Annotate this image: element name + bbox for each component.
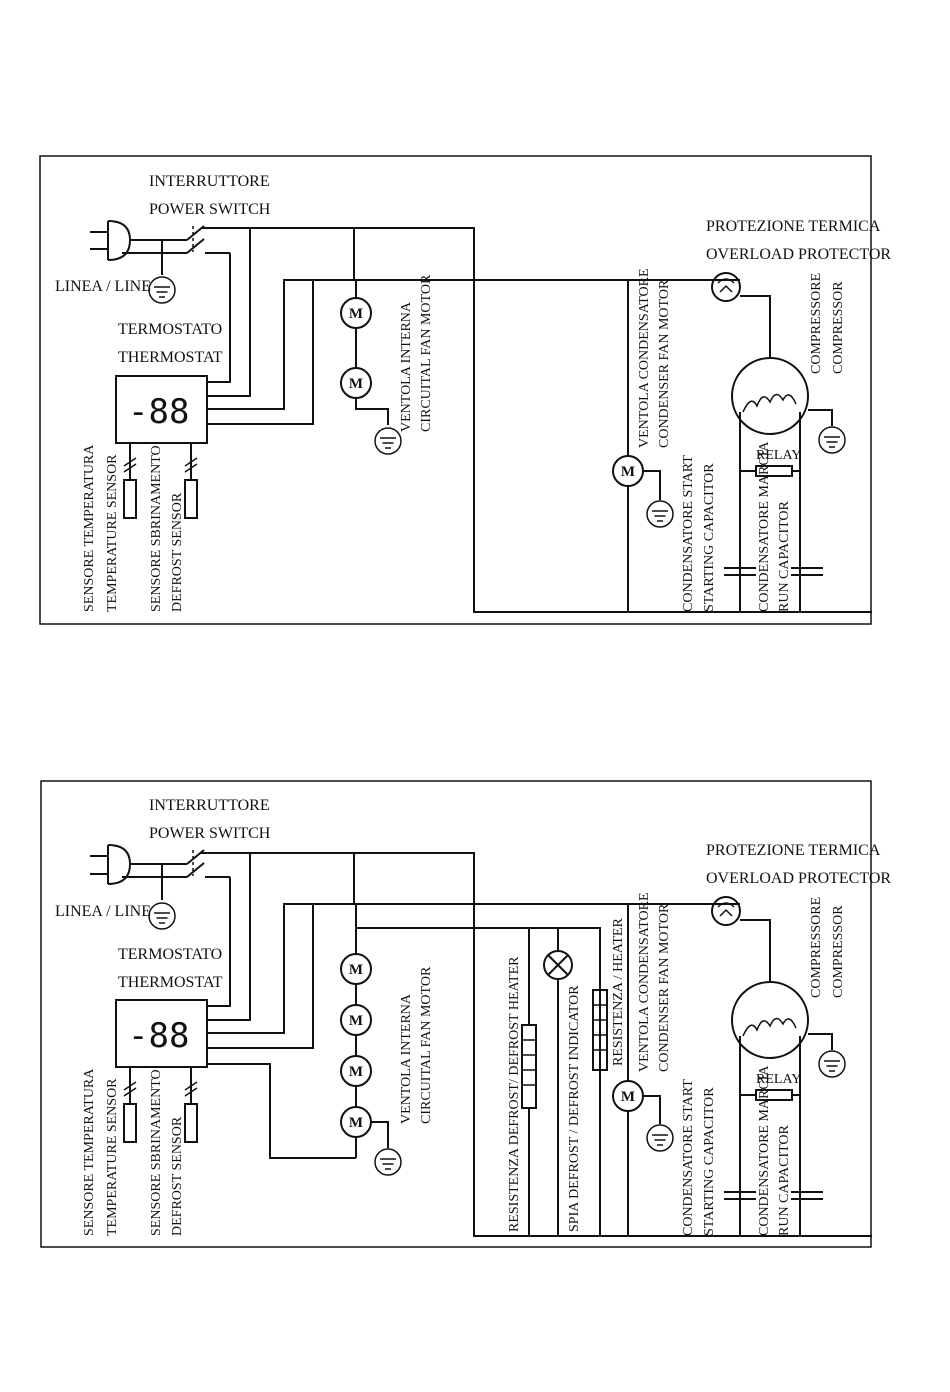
overload-protector-icon xyxy=(711,272,741,302)
thermostat-display: -88 xyxy=(128,1016,189,1056)
start-cap-label-it: CONDENSATORE START xyxy=(681,455,696,612)
defrost-sensor-label-it: SENSORE SBRINAMENTO xyxy=(149,1069,164,1236)
start-cap-label-it: CONDENSATORE START xyxy=(681,1079,696,1236)
relay-label: RELAY xyxy=(756,1072,801,1087)
temp-sensor-label-en: TEMPERATURE SENSOR xyxy=(105,1078,120,1236)
ground-icon xyxy=(646,500,674,528)
fan-motor-3: M xyxy=(340,1055,372,1087)
thermostat-label-en: THERMOSTAT xyxy=(118,349,223,366)
overload-protector-icon xyxy=(711,896,741,926)
condenser-fan-motor: M xyxy=(612,1080,644,1112)
fan-motor-1: M xyxy=(340,297,372,329)
defrost-sensor xyxy=(184,443,198,519)
relay-label: RELAY xyxy=(756,448,801,463)
plug-icon xyxy=(90,220,132,261)
ground-icon xyxy=(818,1050,846,1078)
compressor-label-it: COMPRESSORE xyxy=(809,273,824,374)
run-cap-label-it: CONDENSATORE MARCIA xyxy=(757,441,772,612)
wiring-diagram-2: INTERRUTTORE POWER SWITCH LINEA / LINE T… xyxy=(40,780,891,1248)
fan-motor-label-it: VENTOLA INTERNA xyxy=(399,301,414,432)
overload-label-en: OVERLOAD PROTECTOR xyxy=(706,870,891,887)
compressor-label-it: COMPRESSORE xyxy=(809,897,824,998)
diagram-frame xyxy=(40,780,872,1248)
fan-motor-4: M xyxy=(340,1106,372,1138)
temp-sensor-label-it: SENSORE TEMPERATURA xyxy=(82,1068,97,1236)
defrost-indicator-label: SPIA DEFROST / DEFROST INDICATOR xyxy=(567,985,582,1232)
power-switch-label-en: POWER SWITCH xyxy=(149,201,271,218)
power-switch-label-en: POWER SWITCH xyxy=(149,825,271,842)
defrost-sensor-label-en: DEFROST SENSOR xyxy=(170,1116,185,1236)
motor-label: M xyxy=(349,376,363,392)
thermostat-box xyxy=(115,375,208,444)
thermostat-label-en: THERMOSTAT xyxy=(118,974,223,991)
condenser-fan-label-en: CONDENSER FAN MOTOR xyxy=(657,279,672,448)
condenser-fan-label-en: CONDENSER FAN MOTOR xyxy=(657,903,672,1072)
overload-label-it: PROTEZIONE TERMICA xyxy=(706,842,881,859)
thermostat-label-it: TERMOSTATO xyxy=(118,946,222,963)
defrost-heater-label: RESISTENZA DEFROST/ DEFROST HEATER xyxy=(507,956,522,1232)
defrost-sensor-label-it: SENSORE SBRINAMENTO xyxy=(149,445,164,612)
run-capacitor-icon xyxy=(791,1191,823,1200)
ground-icon xyxy=(148,902,176,930)
motor-label: M xyxy=(621,1089,635,1105)
motor-label: M xyxy=(349,1115,363,1131)
thermostat-label-it: TERMOSTATO xyxy=(118,321,222,338)
fan-motor-label-it: VENTOLA INTERNA xyxy=(399,993,414,1124)
temp-sensor-label-en: TEMPERATURE SENSOR xyxy=(105,454,120,612)
defrost-indicator-icon xyxy=(543,950,573,980)
ground-icon xyxy=(374,427,402,455)
power-switch-icon xyxy=(186,225,250,254)
fan-motor-2: M xyxy=(340,367,372,399)
start-cap-label-en: STARTING CAPACITOR xyxy=(702,463,717,612)
heater-label: RESISTENZA / HEATER xyxy=(611,918,626,1066)
run-cap-label-it: CONDENSATORE MARCIA xyxy=(757,1065,772,1236)
condenser-fan-motor: M xyxy=(612,455,644,487)
power-switch-label-it: INTERRUTTORE xyxy=(149,797,270,814)
motor-label: M xyxy=(621,464,635,480)
motor-label: M xyxy=(349,1064,363,1080)
power-switch-icon xyxy=(186,849,250,878)
start-cap-label-en: STARTING CAPACITOR xyxy=(702,1087,717,1236)
ground-icon xyxy=(148,276,176,304)
thermostat-box xyxy=(115,999,208,1068)
line-label: LINEA / LINE xyxy=(55,278,151,295)
power-switch-label-it: INTERRUTTORE xyxy=(149,173,270,190)
overload-label-it: PROTEZIONE TERMICA xyxy=(706,218,881,235)
start-capacitor-icon xyxy=(724,567,756,576)
fan-motor-2: M xyxy=(340,1004,372,1036)
defrost-heater-icon xyxy=(521,1024,537,1109)
compressor-icon xyxy=(731,357,809,435)
motor-label: M xyxy=(349,306,363,322)
motor-label: M xyxy=(349,1013,363,1029)
temperature-sensor xyxy=(123,1067,137,1143)
heater-icon xyxy=(592,989,608,1071)
fan-motor-label-en: CIRCUITAL FAN MOTOR xyxy=(419,274,434,432)
condenser-fan-label-it: VENTOLA CONDENSATORE xyxy=(637,268,652,448)
compressor-label-en: COMPRESSOR xyxy=(831,281,846,374)
thermostat-display: -88 xyxy=(128,392,189,432)
condenser-fan-label-it: VENTOLA CONDENSATORE xyxy=(637,892,652,1072)
compressor-label-en: COMPRESSOR xyxy=(831,905,846,998)
defrost-sensor-label-en: DEFROST SENSOR xyxy=(170,492,185,612)
plug-icon xyxy=(90,844,132,885)
line-label: LINEA / LINE xyxy=(55,903,151,920)
ground-icon xyxy=(818,426,846,454)
diagram-frame xyxy=(39,155,872,625)
temp-sensor-label-it: SENSORE TEMPERATURA xyxy=(82,444,97,612)
temperature-sensor xyxy=(123,443,137,519)
ground-icon xyxy=(374,1148,402,1176)
fan-motor-label-en: CIRCUITAL FAN MOTOR xyxy=(419,966,434,1124)
fan-motor-1: M xyxy=(340,953,372,985)
overload-label-en: OVERLOAD PROTECTOR xyxy=(706,246,891,263)
ground-icon xyxy=(646,1124,674,1152)
start-capacitor-icon xyxy=(724,1191,756,1200)
motor-label: M xyxy=(349,962,363,978)
run-cap-label-en: RUN CAPACITOR xyxy=(777,1124,792,1236)
defrost-sensor xyxy=(184,1067,198,1143)
compressor-icon xyxy=(731,981,809,1059)
wiring-diagram-1: INTERRUTTORE POWER SWITCH LINEA / LINE xyxy=(39,155,891,625)
run-cap-label-en: RUN CAPACITOR xyxy=(777,500,792,612)
run-capacitor-icon xyxy=(791,567,823,576)
